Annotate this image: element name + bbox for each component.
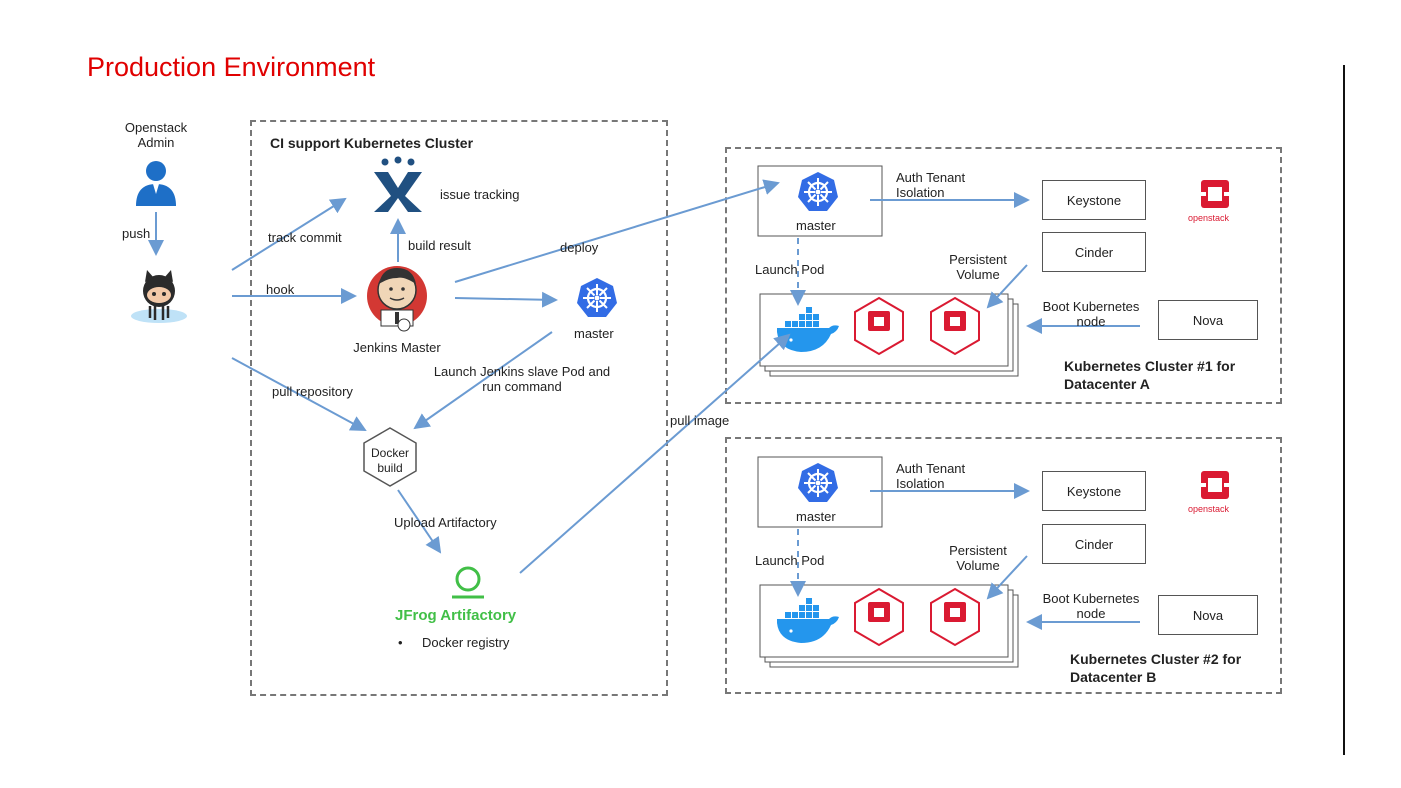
cluster-a-openstack-logo-text: openstack xyxy=(1188,213,1230,223)
cluster-a-cinder-box: Cinder xyxy=(1042,232,1146,272)
ci-master-label: master xyxy=(574,326,614,341)
cluster-b-openstack-logo xyxy=(1201,471,1229,499)
cluster-b-launch-pod-label: Launch Pod xyxy=(755,553,825,568)
cluster-b-auth-label: Auth Tenant Isolation xyxy=(896,461,966,491)
jira-icon xyxy=(374,156,422,212)
github-icon xyxy=(131,270,187,323)
ci-cluster-frame xyxy=(250,120,668,696)
cluster-a-auth-label: Auth Tenant Isolation xyxy=(896,170,966,200)
push-label: push xyxy=(122,226,151,241)
launch-slave-arrow xyxy=(413,331,553,430)
track-commit-arrow xyxy=(231,197,347,271)
pull-repository-label: pull repository xyxy=(272,384,353,399)
ci-master-kubernetes-icon xyxy=(575,276,619,319)
upload-artifactory-label: Upload Artifactory xyxy=(394,515,497,530)
cluster-a-persistent-volume-label: Persistent Volume xyxy=(949,252,1007,282)
cluster-a-master-label: master xyxy=(796,218,836,233)
hook-label: hook xyxy=(266,282,295,297)
cluster-a-boot-node-label: Boot Kubernetes node xyxy=(1042,299,1140,329)
jenkins-icon xyxy=(367,266,427,332)
docker-build-label: Docker build xyxy=(370,446,409,475)
issue-tracking-label: issue tracking xyxy=(440,187,520,202)
jfrog-icon xyxy=(452,566,484,599)
cluster-a-name: Kubernetes Cluster #1 for Datacenter A xyxy=(1064,358,1236,392)
cluster-a-launch-pod-label: Launch Pod xyxy=(755,262,825,277)
cluster-b-frame xyxy=(725,437,1282,694)
pull-repository-arrow xyxy=(231,357,367,431)
slide-divider xyxy=(1343,65,1345,755)
cluster-a-keystone-box: Keystone xyxy=(1042,180,1146,220)
cluster-b-boot-node-label: Boot Kubernetes node xyxy=(1042,591,1140,621)
jfrog-label: JFrog Artifactory xyxy=(395,607,517,624)
admin-label: Openstack Admin xyxy=(124,120,188,150)
deploy-arrow xyxy=(454,179,780,283)
cluster-b-volume-arrow xyxy=(986,555,1028,600)
cluster-b-openstack-logo-text: openstack xyxy=(1188,504,1230,514)
jenkins-to-master-arrow xyxy=(454,291,558,308)
docker-build-hexagon xyxy=(363,427,417,487)
admin-user-icon xyxy=(136,161,176,206)
upload-artifactory-arrow xyxy=(397,489,442,554)
cluster-b-master-label: master xyxy=(796,509,836,524)
cluster-a-volume-arrow xyxy=(986,264,1028,309)
track-commit-label: track commit xyxy=(268,230,342,245)
cluster-b-persistent-volume-label: Persistent Volume xyxy=(949,543,1007,573)
registry-bullet: • xyxy=(398,635,403,650)
build-result-label: build result xyxy=(408,238,471,253)
cluster-a-openstack-logo xyxy=(1201,180,1229,208)
jenkins-master-label: Jenkins Master xyxy=(353,340,441,355)
cluster-b-nova-box: Nova xyxy=(1158,595,1258,635)
cluster-a-nova-box: Nova xyxy=(1158,300,1258,340)
launch-slave-label: Launch Jenkins slave Pod and run command xyxy=(433,364,611,394)
cluster-b-cinder-box: Cinder xyxy=(1042,524,1146,564)
cluster-b-keystone-box: Keystone xyxy=(1042,471,1146,511)
cluster-a-frame xyxy=(725,147,1282,404)
cluster-b-name: Kubernetes Cluster #2 for Datacenter B xyxy=(1070,651,1242,685)
page-title: Production Environment xyxy=(87,52,376,82)
deploy-label: deploy xyxy=(560,240,599,255)
pull-image-arrow xyxy=(519,333,791,574)
pull-image-label: pull image xyxy=(670,413,730,428)
docker-registry-label: Docker registry xyxy=(422,635,510,650)
ci-cluster-title: CI support Kubernetes Cluster xyxy=(270,135,474,151)
